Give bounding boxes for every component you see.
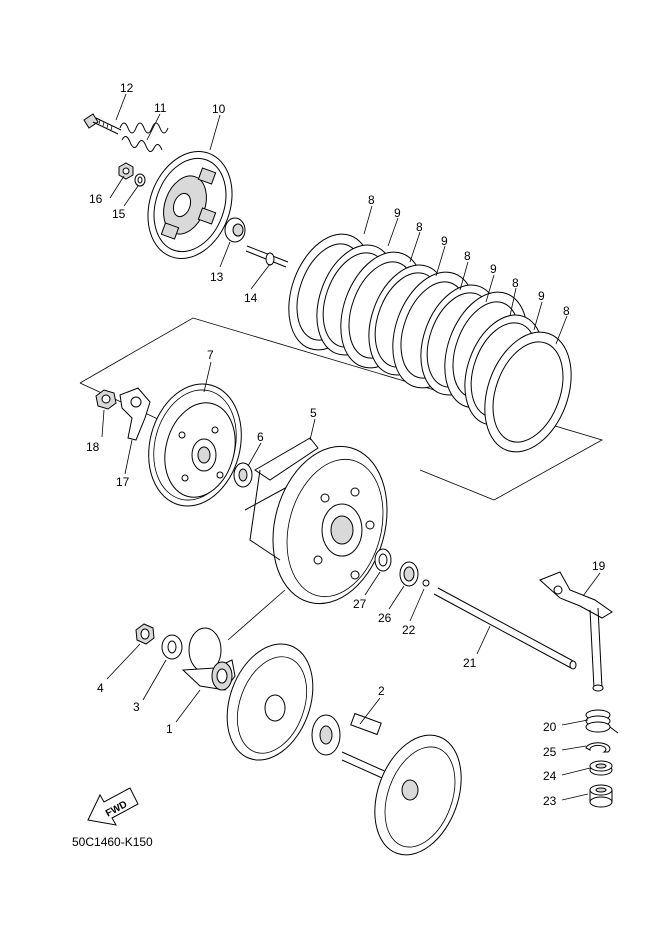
friction-plate-8e [484, 331, 572, 453]
label-22: 22 [402, 623, 416, 637]
label-8e: 8 [563, 304, 570, 318]
label-21: 21 [463, 656, 477, 670]
nut-16 [118, 162, 134, 180]
washer-26 [399, 561, 419, 587]
label-15: 15 [112, 207, 126, 221]
push-rod-14 [245, 245, 289, 268]
label-25: 25 [543, 745, 557, 759]
spring-11 [119, 122, 169, 152]
label-8b: 8 [416, 220, 423, 234]
label-16: 16 [89, 192, 103, 206]
circlip-25 [585, 742, 611, 753]
washer-3 [161, 634, 183, 660]
ball-22 [422, 579, 430, 587]
label-14: 14 [244, 291, 258, 305]
primary-drive-gear-1 [181, 627, 236, 691]
label-8a: 8 [368, 193, 375, 207]
label-24: 24 [543, 769, 557, 783]
label-27: 27 [353, 597, 367, 611]
clutch-plate-stack [288, 233, 572, 453]
label-19: 19 [592, 559, 606, 573]
label-8c: 8 [464, 249, 471, 263]
clutch-lever-19 [539, 571, 613, 692]
nut-4 [135, 623, 155, 645]
label-5: 5 [310, 406, 317, 420]
bolt-12 [83, 113, 122, 135]
part-labels: 12 11 10 16 15 13 14 8 9 8 9 8 9 8 9 8 7… [86, 81, 606, 808]
label-26: 26 [378, 611, 392, 625]
label-12: 12 [120, 81, 134, 95]
clutch-housing-5 [244, 437, 388, 605]
label-20: 20 [543, 720, 557, 734]
label-17: 17 [116, 475, 130, 489]
label-18: 18 [86, 440, 100, 454]
label-8d: 8 [512, 276, 519, 290]
primary-gear-7 [148, 383, 242, 507]
crankshaft-assembly-2 [226, 643, 462, 856]
push-lever-shaft-21 [433, 587, 577, 670]
label-4: 4 [97, 681, 104, 695]
label-13: 13 [210, 270, 224, 284]
label-1: 1 [166, 722, 173, 736]
pressure-plate-10 [147, 151, 233, 259]
nut-18 [95, 389, 117, 410]
label-6: 6 [257, 430, 264, 444]
label-23: 23 [543, 794, 557, 808]
washer-6 [233, 462, 253, 488]
label-9a: 9 [394, 206, 401, 220]
diagram-code: 50C1460-K150 [72, 835, 153, 849]
leader-lines [101, 93, 601, 801]
lock-plate-17 [119, 387, 151, 441]
spring-20 [585, 709, 619, 734]
label-11: 11 [154, 101, 167, 115]
label-9d: 9 [538, 289, 545, 303]
label-7: 7 [207, 348, 214, 362]
oil-seal-24 [589, 760, 613, 776]
label-9b: 9 [441, 234, 448, 248]
label-10: 10 [212, 102, 226, 116]
bushing-13 [224, 217, 246, 243]
washer-15 [134, 173, 146, 187]
bearing-23 [589, 784, 613, 808]
label-9c: 9 [490, 262, 497, 276]
label-2: 2 [378, 684, 385, 698]
fwd-arrow-icon: FWD [87, 787, 139, 826]
label-3: 3 [133, 700, 140, 714]
washer-27 [374, 548, 392, 572]
